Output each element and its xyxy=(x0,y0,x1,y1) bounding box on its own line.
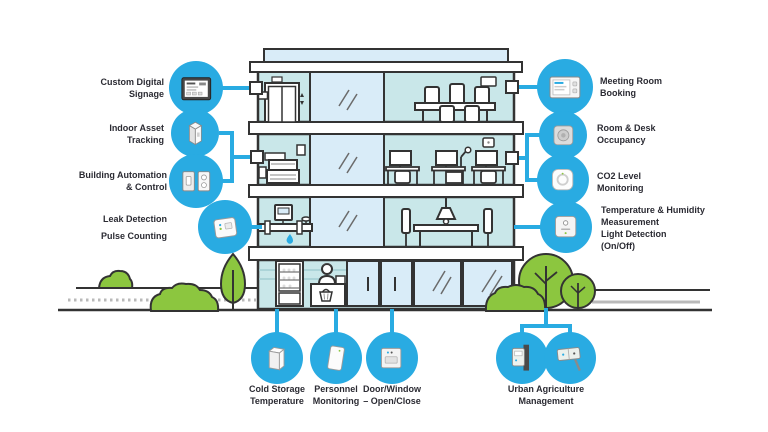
window-shine xyxy=(338,89,358,232)
right-greenery xyxy=(484,253,596,312)
device-circle-door-window xyxy=(366,332,418,384)
device-circle-agriculture-sensor xyxy=(496,332,548,384)
connector-lines xyxy=(219,85,572,334)
cashier-person-icon xyxy=(321,263,333,275)
pendant-lamp-icon xyxy=(435,207,457,220)
bush xyxy=(484,284,547,312)
workstation xyxy=(471,150,506,184)
callout-urban-agriculture-management: Urban Agriculture Management xyxy=(507,384,585,406)
cold-storage-sensor-icon xyxy=(268,347,286,371)
device-circle-booking-panel xyxy=(537,59,593,115)
booking-panel-icon xyxy=(549,76,581,99)
device-circle-soil-sensor xyxy=(544,332,596,384)
personnel-sensor-icon xyxy=(327,345,346,372)
register-icon xyxy=(335,275,346,285)
callout-door-window-open-close: Door/Window – Open/Close xyxy=(363,384,421,406)
device-circle-temp-humidity xyxy=(540,201,592,253)
callout-leak-detection: Leak Detection xyxy=(102,214,167,224)
desk-lamp-icon xyxy=(464,146,472,154)
callout-personnel-monitoring: Personnel Monitoring xyxy=(312,384,360,406)
callout-pulse-counting: Pulse Counting xyxy=(101,231,167,241)
agriculture-sensor-icon xyxy=(512,345,530,371)
co2-sensor-icon xyxy=(552,169,574,191)
chair-icon xyxy=(464,105,480,123)
chair-icon xyxy=(474,86,490,105)
temp-humidity-sensor-icon xyxy=(555,216,577,238)
callout-cold-storage-temperature: Cold Storage Temperature xyxy=(248,384,305,406)
slab xyxy=(248,246,524,261)
door-window-sensor-icon xyxy=(381,348,402,369)
wall-device-icon xyxy=(296,144,306,156)
occupancy-sensor-icon xyxy=(553,125,573,145)
callout-meeting-room-booking: Meeting Room Booking xyxy=(600,76,662,98)
bench-icon xyxy=(401,208,411,234)
device-circle-personnel xyxy=(310,332,362,384)
booking-panel-wall-icon xyxy=(480,76,497,87)
workstation xyxy=(431,146,472,184)
parapet xyxy=(249,61,523,73)
dining-table-icon xyxy=(413,224,479,232)
callout-room-desk-occupancy: Room & Desk Occupancy xyxy=(597,123,656,145)
chair-icon xyxy=(439,105,455,123)
callout-light-detection: Light Detection (On/Off) xyxy=(601,229,667,251)
device-circle-cold-storage xyxy=(251,332,303,384)
device-circle-building-automation xyxy=(169,154,223,208)
wall-junction-tabs xyxy=(249,80,519,165)
floor-2-interior xyxy=(257,197,493,246)
device-circle-asset-tracker xyxy=(171,109,219,157)
digital-signage-icon xyxy=(181,76,211,100)
bush xyxy=(97,269,134,289)
valve-icon xyxy=(301,216,311,222)
slab xyxy=(248,121,524,135)
callout-custom-digital-signage: Custom Digital Signage xyxy=(100,77,164,99)
device-circle-digital-signage xyxy=(169,61,223,115)
floor-3-interior xyxy=(258,137,506,184)
bush xyxy=(149,282,220,312)
device-circle-co2 xyxy=(537,154,589,206)
workstation xyxy=(385,150,420,184)
soil-moisture-sensor-icon xyxy=(557,347,582,372)
storefront-glass xyxy=(346,260,513,307)
floor-4-interior xyxy=(257,76,497,123)
printer-icon xyxy=(264,152,286,161)
chair-icon xyxy=(449,83,465,105)
slab xyxy=(248,184,524,198)
basket-icon xyxy=(319,291,333,302)
callout-co2-level-monitoring: CO2 Level Monitoring xyxy=(597,171,644,193)
bench-icon xyxy=(483,208,493,234)
water-drop-icon xyxy=(286,234,293,244)
callout-temperature-humidity: Temperature & Humidity Measurement xyxy=(601,205,705,227)
switch-outlet-icon xyxy=(182,170,210,192)
leak-sensor-icon xyxy=(213,216,237,239)
callout-indoor-asset-tracking: Indoor Asset Tracking xyxy=(109,123,164,145)
device-circle-leak-pulse xyxy=(198,200,252,254)
ground-floor-interior xyxy=(259,260,346,307)
left-greenery xyxy=(97,252,247,312)
roof-band xyxy=(263,48,509,64)
wall-device-icon xyxy=(258,166,267,179)
asset-tracker-icon xyxy=(188,121,202,145)
chair-icon xyxy=(424,86,440,105)
device-circle-occupancy xyxy=(539,111,587,159)
callout-building-automation-control: Building Automation & Control xyxy=(78,170,167,192)
